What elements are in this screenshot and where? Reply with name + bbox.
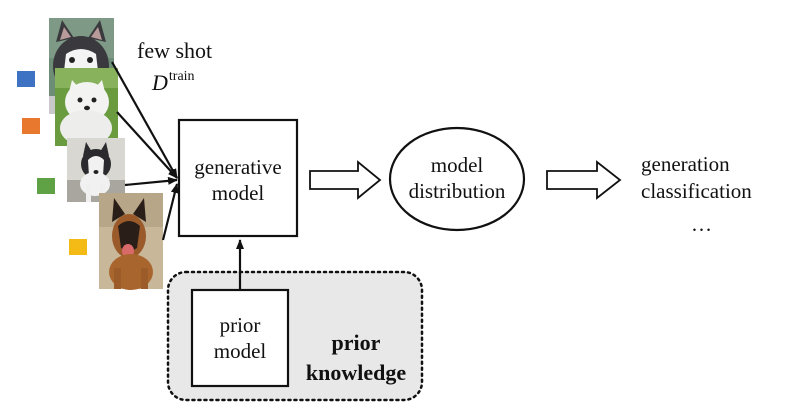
dog-photo-german-shepherd: [99, 193, 163, 290]
dog-photo-white-fluffy: [55, 68, 118, 146]
class-marker-orange: [22, 118, 40, 134]
model-distribution-label-line2: distribution: [409, 179, 506, 203]
dog-photo-husky-adult: [67, 138, 125, 202]
generative-model-label-line1: generative: [194, 155, 281, 179]
generative-model-label-line2: model: [212, 181, 265, 205]
block-arrow-to-outputs: [546, 160, 622, 200]
generative-model-box: [177, 118, 299, 238]
sample-to-model-arrows: [111, 61, 179, 241]
training-set-superscript: train: [169, 69, 195, 84]
model-distribution-ellipse: [388, 126, 526, 232]
output-ellipsis-label: …: [691, 212, 712, 236]
training-set-letter: D: [151, 70, 168, 95]
few-shot-label: few shot: [137, 38, 212, 63]
block-arrow-to-distribution: [309, 160, 382, 200]
class-marker-yellow: [69, 239, 87, 255]
prior-model-label-line1: prior: [220, 313, 261, 337]
prior-knowledge-label-line1: prior: [332, 330, 381, 355]
model-distribution-label-line1: model: [431, 153, 484, 177]
prior-model-box: [190, 288, 290, 388]
output-generation-label: generation: [641, 152, 730, 176]
prior-knowledge-label-line2: knowledge: [306, 360, 406, 385]
class-marker-green: [37, 178, 55, 194]
class-marker-blue: [17, 71, 35, 87]
output-classification-label: classification: [641, 179, 752, 203]
prior-model-label-line2: model: [214, 339, 267, 363]
training-set-symbol: Dtrain: [151, 69, 195, 95]
